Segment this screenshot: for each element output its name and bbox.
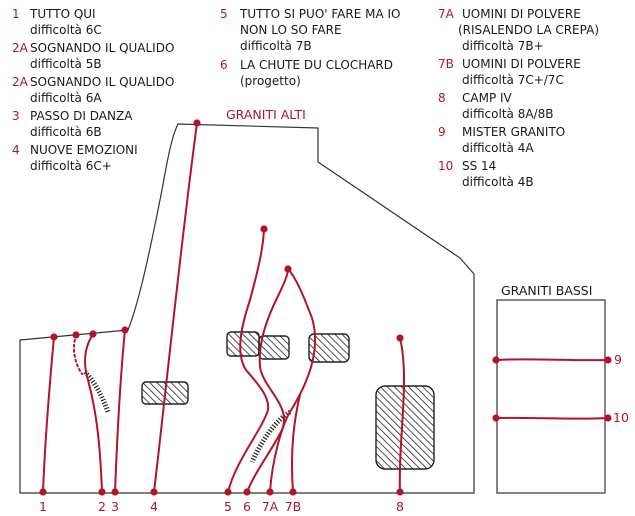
- route-number-6: 6: [243, 499, 251, 514]
- legend-item-2a-second: 2A SOGNANDO IL QUALIDO difficoltà 6A: [12, 74, 212, 108]
- legend-title: TUTTO QUI: [30, 7, 96, 21]
- hold: [226, 331, 260, 357]
- route-number-7a: 7A: [261, 499, 279, 514]
- legend-grade: difficoltà 8A/8B: [462, 107, 554, 121]
- route-number-7b: 7B: [284, 499, 302, 514]
- legend-number: 5: [220, 7, 228, 21]
- legend-number: 2A: [12, 41, 28, 55]
- legend-number: 6: [220, 58, 228, 72]
- route-9-line: [495, 358, 609, 362]
- hold: [258, 335, 290, 360]
- legend-title: (RISALENDO LA CREPA): [458, 23, 599, 37]
- legend-grade: difficoltà 6C+: [30, 159, 112, 173]
- legend-title: NON LO SO FARE: [240, 23, 342, 37]
- route-3-line: [114, 329, 126, 493]
- route-6-line: [246, 268, 289, 493]
- route-2-line: [84, 333, 103, 493]
- route-number-10: 10: [613, 410, 629, 425]
- legend-number: 4: [12, 143, 20, 157]
- legend-item-5: 5 TUTTO SI PUO' FARE MA IO NON LO SO FAR…: [220, 6, 420, 56]
- legend-grade: difficoltà 6C: [30, 23, 102, 37]
- route-number-8: 8: [396, 499, 404, 514]
- legend-item-10: 10 SS 14 difficoltà 4B: [438, 158, 633, 192]
- legend-item-4: 4 NUOVE EMOZIONI difficoltà 6C+: [12, 142, 212, 176]
- legend-number: 10: [438, 159, 454, 173]
- legend-item-9: 9 MISTER GRANITO difficoltà 4A: [438, 124, 633, 158]
- legend-title: CAMP IV: [462, 91, 512, 105]
- route-2-dotted-line: [73, 334, 83, 375]
- legend-grade: (progetto): [240, 74, 301, 88]
- legend-number: 2A: [12, 75, 28, 89]
- route-5-line: [227, 228, 270, 493]
- route-1-line: [42, 336, 55, 493]
- legend-title: LA CHUTE DU CLOCHARD: [240, 58, 394, 72]
- legend-item-7b: 7B UOMINI DI POLVERE difficoltà 7C+/7C: [438, 56, 633, 90]
- hold: [308, 333, 350, 363]
- legend-title: UOMINI DI POLVERE: [462, 57, 581, 71]
- route-7b-line: [291, 394, 301, 493]
- legend-grade: difficoltà 7B+: [462, 39, 544, 53]
- legend-item-8: 8 CAMP IV difficoltà 8A/8B: [438, 90, 633, 124]
- route-4-line: [153, 122, 198, 493]
- area-label-graniti-alti: GRANITI ALTI: [226, 107, 306, 122]
- legend-number: 8: [438, 91, 446, 105]
- route-number-2: 2: [98, 499, 106, 514]
- hold: [375, 385, 435, 470]
- route-number-5: 5: [224, 499, 232, 514]
- routes: [42, 122, 609, 493]
- legend-number: 7B: [438, 57, 454, 71]
- route-number-4: 4: [150, 499, 158, 514]
- legend-number: 7A: [438, 7, 454, 21]
- route-10-line: [495, 416, 609, 420]
- legend-title: TUTTO SI PUO' FARE MA IO: [240, 7, 401, 21]
- legend-grade: difficoltà 6A: [30, 91, 102, 105]
- legend-grade: difficoltà 4A: [462, 141, 534, 155]
- legend-item-6: 6 LA CHUTE DU CLOCHARD (progetto): [220, 57, 420, 91]
- route-dots: [39, 119, 612, 496]
- legend-item-2a: 2A SOGNANDO IL QUALIDO difficoltà 5B: [12, 40, 212, 74]
- granite-low-outline: [496, 299, 606, 494]
- route-number-3: 3: [111, 499, 119, 514]
- legend-grade: difficoltà 6B: [30, 125, 102, 139]
- legend-number: 9: [438, 125, 446, 139]
- route-8-line: [398, 337, 406, 493]
- route-number-9: 9: [614, 352, 622, 367]
- legend-title: SOGNANDO IL QUALIDO: [30, 75, 175, 89]
- legend-title: MISTER GRANITO: [462, 125, 566, 139]
- granite-high-outline: [19, 123, 475, 494]
- legend-grade: difficoltà 7C+/7C: [462, 73, 564, 87]
- legend-item-7a: 7A UOMINI DI POLVERE (RISALENDO LA CREPA…: [438, 6, 633, 56]
- legend-title: UOMINI DI POLVERE: [462, 7, 581, 21]
- legend-grade: difficoltà 7B: [240, 39, 312, 53]
- legend-title: PASSO DI DANZA: [30, 109, 133, 123]
- legend-grade: difficoltà 4B: [462, 175, 534, 189]
- legend-number: 1: [12, 7, 20, 21]
- legend-title: SS 14: [462, 159, 497, 173]
- legend-number: 3: [12, 109, 20, 123]
- legend-item-1: 1 TUTTO QUI difficoltà 6C: [12, 6, 212, 40]
- legend-title: NUOVE EMOZIONI: [30, 143, 138, 157]
- route-number-1: 1: [39, 499, 47, 514]
- legend-grade: difficoltà 5B: [30, 57, 102, 71]
- legend-item-3: 3 PASSO DI DANZA difficoltà 6B: [12, 108, 212, 142]
- area-label-graniti-bassi: GRANITI BASSI: [501, 283, 593, 298]
- route-7a-line: [269, 268, 317, 493]
- legend-title: SOGNANDO IL QUALIDO: [30, 41, 175, 55]
